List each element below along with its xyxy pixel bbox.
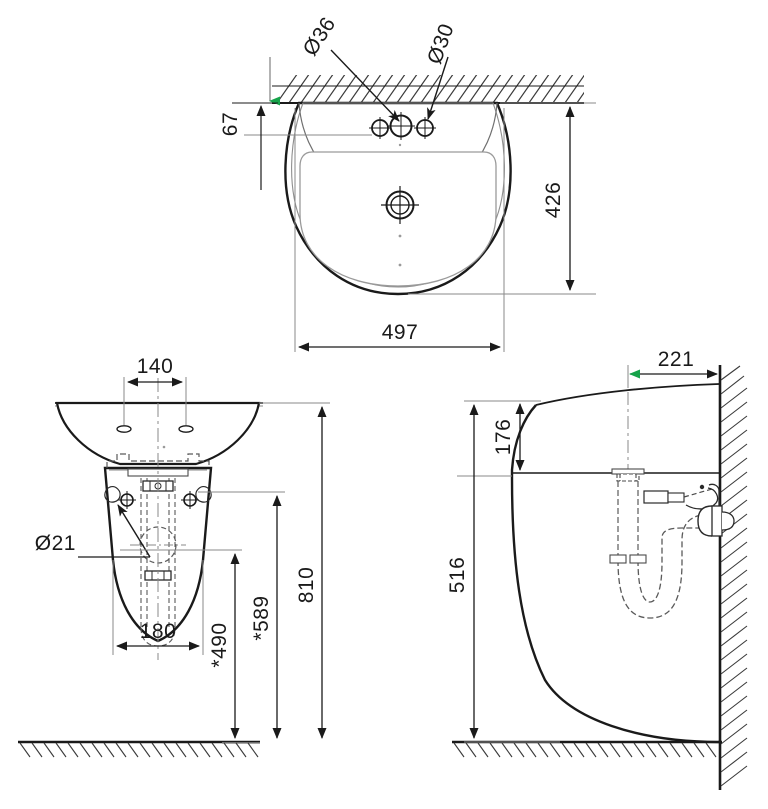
plan-wall-hatch (272, 75, 584, 104)
side-p-trap (617, 513, 713, 619)
label-810: 810 (295, 567, 318, 604)
dim-589 (198, 491, 285, 739)
side-tailpipe (617, 481, 639, 560)
front-centre-mark (162, 445, 166, 449)
dim-140 (123, 377, 187, 425)
label-176: 176 (492, 419, 515, 456)
plan-view: Ø36 Ø30 67 426 (219, 13, 596, 352)
dim-516 (464, 400, 560, 743)
dim-221 (627, 365, 718, 385)
label-490: *490 (208, 622, 231, 667)
label-180: 180 (140, 620, 177, 643)
label-426: 426 (542, 182, 565, 219)
side-trap-couplings (609, 554, 647, 564)
front-tap-hole-right (178, 425, 194, 433)
fixing-hole-right (181, 491, 199, 509)
front-elevation-view: 140 180 Ø21 (18, 355, 330, 758)
tap-hole-left (369, 117, 391, 139)
dim-497 (294, 108, 505, 352)
dim-426 (408, 102, 596, 295)
dim-180 (112, 560, 204, 655)
dim-810 (259, 402, 330, 739)
side-rim-top (535, 383, 720, 406)
side-floor-hatch (452, 740, 722, 758)
tap-hole-right (414, 117, 436, 139)
side-section-view: 221 176 516 (446, 348, 748, 790)
label-221: 221 (658, 348, 695, 371)
label-589: *589 (250, 595, 273, 640)
side-basin-body (510, 404, 720, 744)
side-drain-flange (611, 468, 645, 482)
dim-490 (120, 549, 242, 739)
front-tap-hole-left (116, 425, 132, 433)
side-wall-hatch (718, 365, 748, 790)
front-fixing-ears (104, 486, 212, 503)
label-497: 497 (382, 321, 419, 344)
plan-centre-marks (398, 143, 402, 267)
leader-hole-side (427, 56, 449, 120)
label-140: 140 (137, 355, 174, 378)
label-67: 67 (219, 112, 242, 136)
leader-hole-center (330, 49, 400, 122)
leader-fixing-hole (78, 504, 151, 558)
dim-67 (232, 102, 372, 190)
side-overflow-connector (643, 483, 720, 519)
side-wall-drain-spigot (697, 505, 735, 537)
label-hole-side: Ø30 (423, 20, 459, 67)
label-fixing-hole: Ø21 (35, 532, 76, 555)
label-516: 516 (446, 557, 469, 594)
front-floor-hatch (18, 740, 260, 758)
drain-outlet-plan (381, 186, 419, 224)
